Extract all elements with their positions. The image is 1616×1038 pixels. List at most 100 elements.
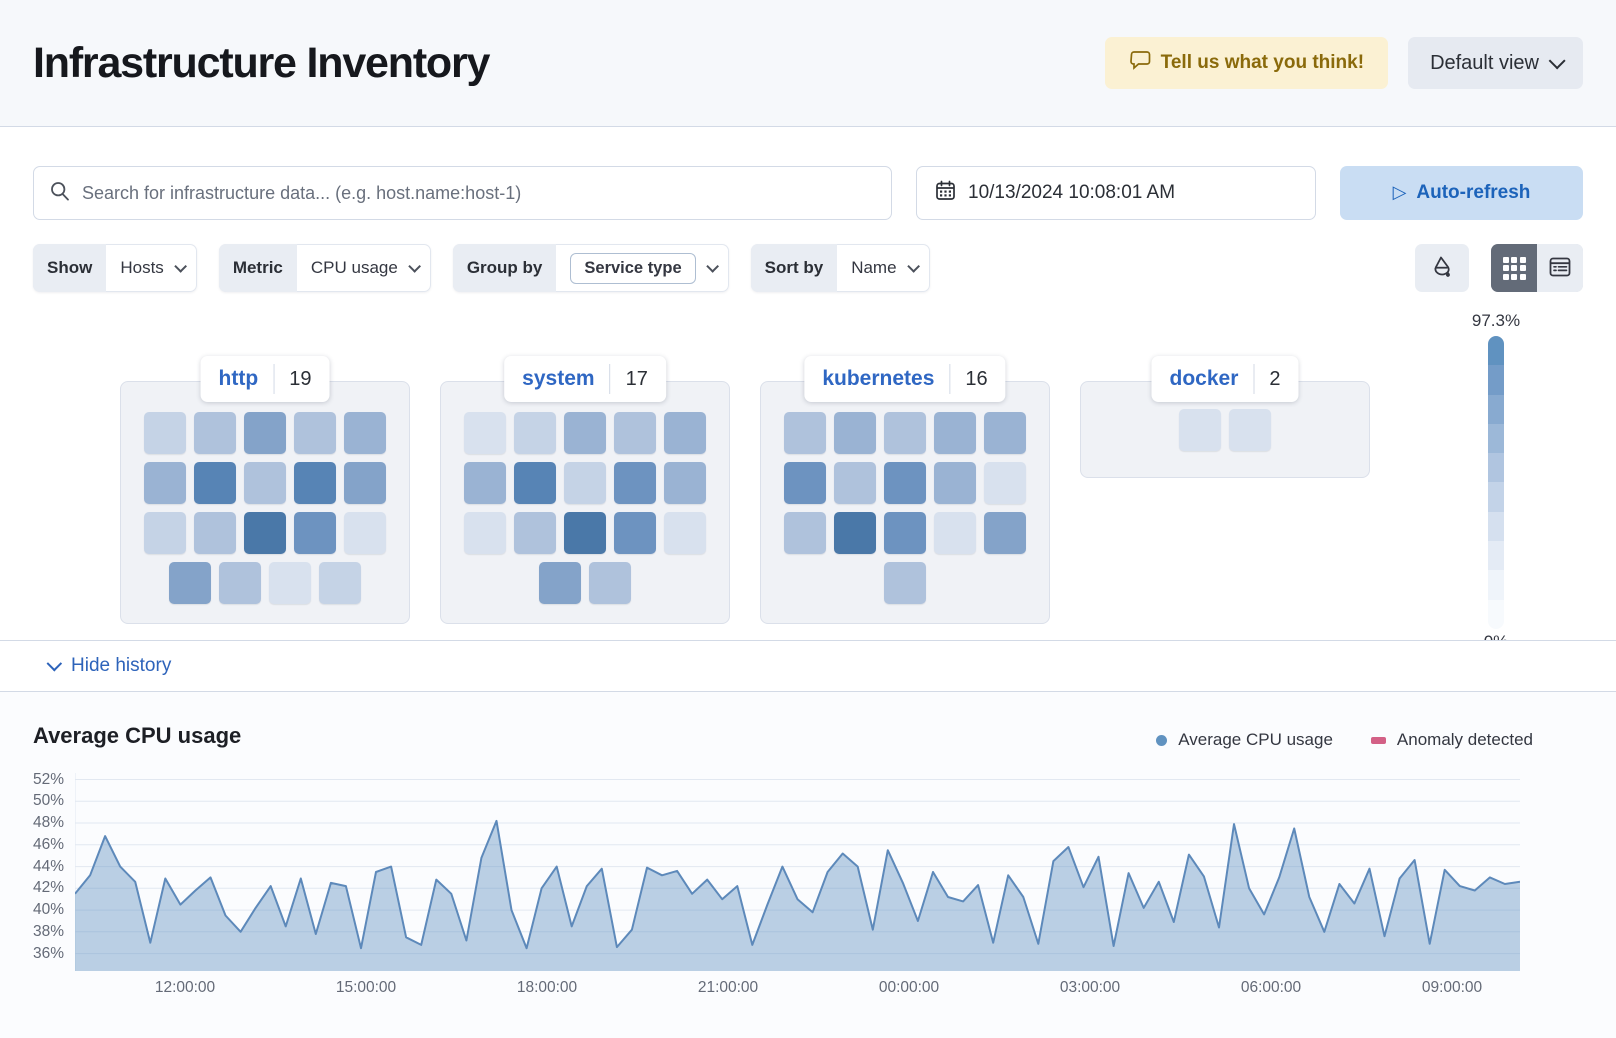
search-input[interactable]: [82, 182, 875, 204]
history-chart-section: Average CPU usage Average CPU usage Anom…: [0, 691, 1616, 1038]
host-cell[interactable]: [539, 561, 581, 604]
group-by-filter[interactable]: Group by Service type: [452, 244, 729, 292]
host-cell[interactable]: [294, 511, 336, 554]
host-cell[interactable]: [244, 461, 286, 504]
host-cell[interactable]: [244, 511, 286, 554]
y-axis-tick: 42%: [32, 879, 64, 896]
host-cell[interactable]: [784, 411, 826, 454]
host-cell[interactable]: [834, 411, 876, 454]
waffle-row: [464, 461, 706, 504]
sort-by-filter[interactable]: Sort by Name: [750, 244, 930, 292]
host-cell[interactable]: [614, 511, 656, 554]
y-axis-tick: 50%: [32, 792, 64, 809]
group-count: 19: [289, 367, 312, 390]
chevron-down-icon: [906, 259, 920, 273]
host-cell[interactable]: [934, 461, 976, 504]
legend-label: Anomaly detected: [1396, 730, 1533, 749]
host-cell[interactable]: [194, 511, 236, 554]
host-cell[interactable]: [834, 461, 876, 504]
host-cell[interactable]: [589, 561, 631, 604]
view-mode-toggle: [1491, 244, 1583, 292]
page-header: Infrastructure Inventory Tell us what yo…: [0, 0, 1616, 127]
host-cell[interactable]: [269, 561, 311, 604]
host-cell[interactable]: [564, 511, 606, 554]
host-cell[interactable]: [344, 411, 386, 454]
auto-refresh-button[interactable]: ▷ Auto-refresh: [1340, 166, 1583, 220]
scale-step: [1488, 511, 1504, 542]
host-cell[interactable]: [884, 411, 926, 454]
host-cell[interactable]: [144, 511, 186, 554]
legend-label: Average CPU usage: [1178, 730, 1333, 749]
host-cell[interactable]: [194, 461, 236, 504]
host-cell[interactable]: [294, 411, 336, 454]
table-view-button[interactable]: [1537, 244, 1583, 292]
host-cell[interactable]: [194, 411, 236, 454]
host-cell[interactable]: [144, 461, 186, 504]
host-cell[interactable]: [219, 561, 261, 604]
host-cell[interactable]: [564, 461, 606, 504]
host-cell[interactable]: [834, 511, 876, 554]
host-cell[interactable]: [884, 511, 926, 554]
host-cell[interactable]: [514, 511, 556, 554]
host-cell[interactable]: [984, 461, 1026, 504]
legend-item-average-cpu[interactable]: Average CPU usage: [1156, 730, 1333, 750]
host-cell[interactable]: [464, 511, 506, 554]
host-cell[interactable]: [464, 461, 506, 504]
view-selector-button[interactable]: Default view: [1408, 37, 1583, 89]
waffle-row: [464, 561, 706, 604]
host-cell[interactable]: [784, 461, 826, 504]
legend-item-anomaly[interactable]: Anomaly detected: [1370, 730, 1533, 750]
host-cell[interactable]: [344, 461, 386, 504]
host-cell[interactable]: [984, 511, 1026, 554]
palette-button[interactable]: [1415, 244, 1469, 292]
cpu-usage-area-chart[interactable]: [75, 773, 1520, 971]
host-cell[interactable]: [664, 411, 706, 454]
host-cell[interactable]: [1179, 408, 1221, 451]
host-cell[interactable]: [784, 511, 826, 554]
history-toggle[interactable]: Hide history: [0, 640, 1616, 691]
host-cell[interactable]: [664, 511, 706, 554]
metric-filter[interactable]: Metric CPU usage: [218, 244, 431, 292]
date-picker[interactable]: 10/13/2024 10:08:01 AM: [916, 166, 1316, 220]
group-count: 16: [965, 367, 988, 390]
host-cell[interactable]: [319, 561, 361, 604]
host-cell[interactable]: [884, 561, 926, 604]
host-cell[interactable]: [934, 411, 976, 454]
y-axis-tick: 44%: [32, 858, 64, 875]
host-cell[interactable]: [934, 511, 976, 554]
scale-max-label: 97.3%: [1471, 311, 1521, 330]
host-cell[interactable]: [614, 461, 656, 504]
search-icon: [50, 181, 70, 206]
host-cell[interactable]: [169, 561, 211, 604]
host-cell[interactable]: [514, 411, 556, 454]
grid-view-button[interactable]: [1491, 244, 1537, 292]
badge-divider: [1253, 364, 1255, 394]
host-cell[interactable]: [1229, 408, 1271, 451]
host-cell[interactable]: [464, 411, 506, 454]
sort-by-filter-value: Name: [851, 258, 897, 277]
search-row: 10/13/2024 10:08:01 AM ▷ Auto-refresh: [33, 166, 1583, 220]
show-filter[interactable]: Show Hosts: [33, 244, 197, 292]
host-cell[interactable]: [614, 411, 656, 454]
search-box[interactable]: [33, 166, 892, 220]
host-cell[interactable]: [344, 511, 386, 554]
host-cell[interactable]: [294, 461, 336, 504]
feedback-button-label: Tell us what you think!: [1160, 52, 1365, 73]
header-actions: Tell us what you think! Default view: [1104, 37, 1583, 89]
feedback-button[interactable]: Tell us what you think!: [1104, 37, 1389, 89]
host-cell[interactable]: [884, 461, 926, 504]
chart-title: Average CPU usage: [33, 723, 242, 748]
host-cell[interactable]: [564, 411, 606, 454]
host-cell[interactable]: [984, 411, 1026, 454]
group-by-filter-value[interactable]: Service type: [570, 252, 696, 284]
host-cell[interactable]: [664, 461, 706, 504]
host-cell[interactable]: [514, 461, 556, 504]
host-cell[interactable]: [244, 411, 286, 454]
host-cell[interactable]: [144, 411, 186, 454]
waffle-map: [464, 411, 706, 604]
